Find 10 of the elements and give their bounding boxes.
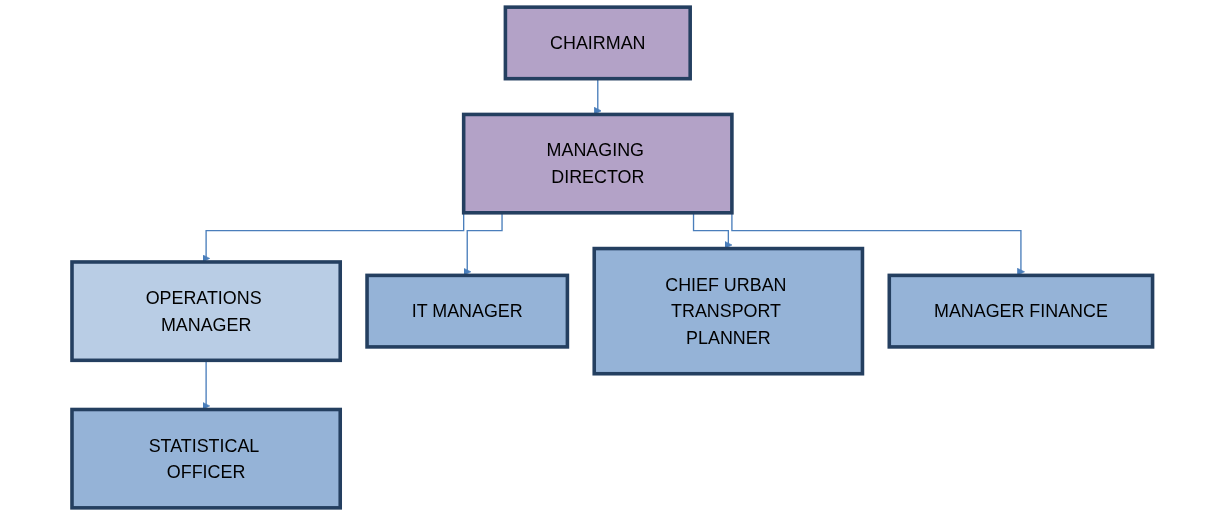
arrow bbox=[594, 78, 602, 115]
node-box: CHIEF URBAN TRANSPORT PLANNER bbox=[592, 246, 865, 376]
node-box: IT MANAGER bbox=[365, 273, 570, 349]
node-box: MANAGING DIRECTOR bbox=[462, 112, 734, 215]
arrow bbox=[463, 212, 503, 276]
node-box: CHAIRMAN bbox=[503, 5, 693, 81]
node-box: STATISTICAL OFFICER bbox=[70, 407, 343, 510]
node-box: MANAGER FINANCE bbox=[887, 273, 1155, 349]
arrow bbox=[693, 212, 733, 249]
node-box: OPERATIONS MANAGER bbox=[70, 260, 343, 363]
